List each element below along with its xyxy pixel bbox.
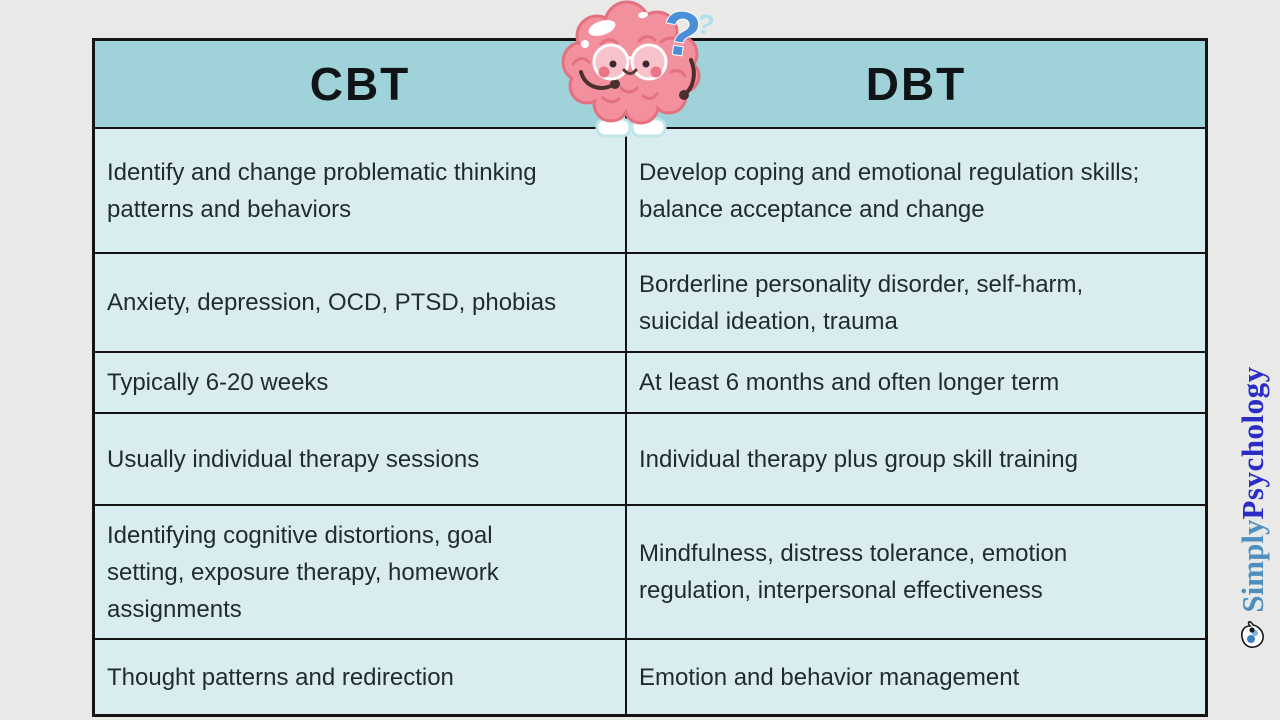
cell-text: Identifying cognitive distortions, goal … bbox=[107, 521, 499, 623]
brain-mascot-illustration: ? ? bbox=[545, 0, 717, 140]
cell-text: Anxiety, depression, OCD, PTSD, phobias bbox=[107, 289, 557, 316]
dbt-techniques-cell: Mindfulness, distress tolerance, emotion… bbox=[627, 506, 1205, 638]
cbt-duration-cell: Typically 6-20 weeks bbox=[95, 353, 625, 412]
cell-text: Emotion and behavior management bbox=[639, 663, 1020, 691]
cell-text: Thought patterns and redirection bbox=[107, 663, 454, 691]
cell-text: Borderline personality disorder, self-ha… bbox=[639, 270, 1084, 335]
cbt-header-cell: CBT bbox=[95, 41, 625, 127]
dbt-focus-cell: Emotion and behavior management bbox=[627, 640, 1205, 714]
simplypsychology-logo-icon bbox=[1241, 620, 1264, 648]
cbt-header-label: CBT bbox=[309, 58, 411, 110]
small-question-mark-icon: ? bbox=[694, 8, 717, 42]
cell-text: Develop coping and emotional regulation … bbox=[639, 158, 1140, 223]
cbt-goal-cell: Identify and change problematic thinking… bbox=[95, 129, 625, 252]
cell-text: Identify and change problematic thinking… bbox=[107, 158, 537, 223]
question-mark-icon: ? bbox=[658, 0, 705, 71]
dbt-duration-cell: At least 6 months and often longer term bbox=[627, 353, 1205, 412]
cell-text: Mindfulness, distress tolerance, emotion… bbox=[639, 540, 1068, 604]
cbt-focus-cell: Thought patterns and redirection bbox=[95, 640, 625, 714]
dbt-format-cell: Individual therapy plus group skill trai… bbox=[627, 414, 1205, 504]
dbt-header-label: DBT bbox=[865, 58, 967, 110]
dbt-goal-cell: Develop coping and emotional regulation … bbox=[627, 129, 1205, 252]
cbt-conditions-cell: Anxiety, depression, OCD, PTSD, phobias bbox=[95, 254, 625, 351]
cell-text: Individual therapy plus group skill trai… bbox=[639, 445, 1078, 473]
brain-character-icon: ? ? bbox=[561, 0, 717, 138]
watermark-psychology: Psychology bbox=[1235, 366, 1270, 520]
cell-text: Usually individual therapy sessions bbox=[107, 445, 480, 473]
cbt-techniques-cell: Identifying cognitive distortions, goal … bbox=[95, 506, 625, 638]
cell-text: At least 6 months and often longer term bbox=[639, 369, 1060, 396]
dbt-conditions-cell: Borderline personality disorder, self-ha… bbox=[627, 254, 1205, 351]
cbt-dbt-comparison-table: CBT DBT Identify and change problematic … bbox=[92, 38, 1208, 717]
cbt-format-cell: Usually individual therapy sessions bbox=[95, 414, 625, 504]
cell-text: Typically 6-20 weeks bbox=[107, 369, 329, 396]
watermark-simply: Simply bbox=[1235, 519, 1270, 613]
dbt-header-cell: DBT bbox=[627, 41, 1205, 127]
